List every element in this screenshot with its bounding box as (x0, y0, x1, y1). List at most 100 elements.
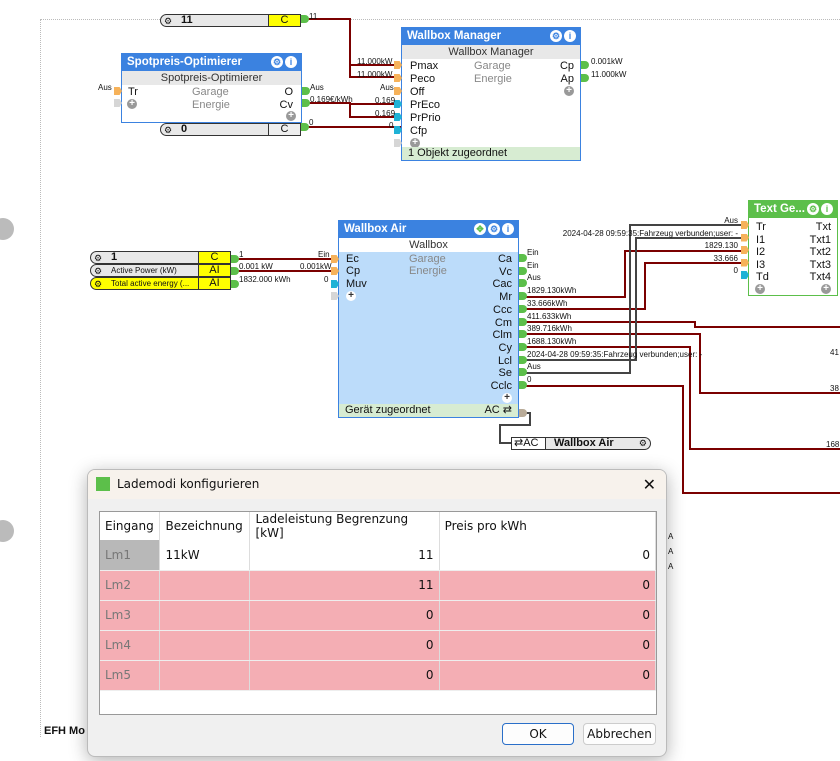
source-block[interactable]: ⚙Active Power (kW)AI (90, 264, 231, 277)
input-pin[interactable] (394, 139, 402, 147)
output-pin[interactable] (302, 99, 310, 107)
gear-icon[interactable]: ⚙ (164, 16, 173, 26)
wallbox-air-block[interactable]: Wallbox Air ✥⚙i Wallbox Ec Cp Muv + Gara… (338, 220, 519, 418)
table-cell[interactable] (159, 570, 251, 601)
output-pin[interactable] (519, 254, 527, 262)
input-pin[interactable] (331, 267, 339, 275)
input-pin[interactable] (741, 246, 749, 254)
input-pin[interactable] (741, 258, 749, 267)
column-header: Preis pro kWh (439, 512, 657, 540)
gear-icon[interactable]: ⚙ (94, 266, 103, 276)
cancel-button[interactable]: Abbrechen (583, 723, 656, 745)
table-cell[interactable]: 0 (439, 570, 657, 601)
table-cell[interactable]: 0 (249, 600, 440, 631)
gear-icon[interactable]: ⚙ (94, 253, 103, 263)
table-cell[interactable]: 0 (249, 630, 440, 661)
constant-block-0[interactable]: ⚙ 0 C (160, 123, 301, 136)
output-pin[interactable] (301, 123, 309, 131)
add-output-icon[interactable]: + (286, 111, 296, 121)
add-output-icon[interactable]: + (502, 393, 512, 403)
output-pin[interactable] (519, 381, 527, 389)
add-output-icon[interactable]: + (564, 86, 574, 96)
move-icon[interactable]: ✥ (474, 223, 486, 235)
add-input-icon[interactable]: + (127, 99, 137, 109)
info-icon[interactable]: i (564, 30, 576, 42)
gear-icon[interactable]: ⚙ (94, 279, 103, 289)
table-cell[interactable]: 0 (439, 630, 657, 661)
spotpreis-optimierer-block[interactable]: Spotpreis-Optimierer ⚙i Spotpreis-Optimi… (121, 53, 302, 123)
ac-block[interactable]: ⇄AC Wallbox Air ⚙ (511, 437, 651, 450)
ok-button[interactable]: OK (502, 723, 574, 745)
input-pin[interactable] (741, 271, 749, 279)
input-pin[interactable] (394, 126, 402, 134)
input-pin[interactable] (331, 255, 339, 263)
output-pin[interactable] (301, 15, 309, 23)
input-pin[interactable] (741, 221, 749, 229)
source-block[interactable]: ⚙Total active energy (...AI (90, 277, 231, 290)
info-icon[interactable]: i (502, 223, 514, 235)
table-cell[interactable] (159, 600, 251, 631)
add-input-icon[interactable]: + (755, 284, 765, 294)
gear-icon[interactable]: ⚙ (271, 56, 283, 68)
table-cell[interactable]: 0 (439, 600, 657, 631)
input-pin[interactable] (394, 100, 402, 108)
add-input-icon[interactable]: + (346, 291, 356, 301)
input-pin[interactable] (741, 233, 749, 242)
table-cell[interactable]: 0 (439, 540, 657, 571)
gear-icon[interactable]: ⚙ (550, 30, 562, 42)
gear-icon[interactable]: ⚙ (638, 438, 647, 448)
input-pin[interactable] (331, 280, 339, 288)
input-pin[interactable] (394, 113, 402, 121)
ac-link[interactable]: AC ⇄ (484, 404, 512, 416)
output-pin[interactable] (519, 368, 527, 377)
output-pin[interactable] (519, 317, 527, 326)
output-pin[interactable] (519, 355, 527, 364)
output-pin[interactable] (519, 266, 527, 275)
table-cell[interactable] (159, 630, 251, 661)
info-icon[interactable]: i (285, 56, 297, 68)
info-icon[interactable]: i (821, 203, 833, 215)
table-cell[interactable] (159, 660, 251, 691)
close-icon[interactable]: ✕ (642, 475, 656, 494)
input-pin[interactable] (331, 292, 339, 300)
input-pin[interactable] (114, 99, 122, 107)
table-cell[interactable]: 11 (249, 570, 440, 601)
output-pin[interactable] (231, 255, 239, 263)
wallbox-manager-block[interactable]: Wallbox Manager ⚙i Wallbox Manager Pmax … (401, 27, 581, 161)
output-pin[interactable] (231, 267, 239, 275)
page-handle[interactable] (0, 520, 14, 542)
input-pin[interactable] (394, 74, 402, 82)
add-input-icon[interactable]: + (410, 138, 420, 148)
table-cell[interactable]: 11 (249, 540, 440, 571)
output-pin[interactable] (519, 342, 527, 351)
output-pin[interactable] (519, 279, 527, 288)
output-pin[interactable] (519, 304, 527, 313)
ac-pin[interactable] (519, 409, 527, 417)
input-pin[interactable] (394, 61, 402, 69)
output-pin[interactable] (231, 280, 239, 288)
gear-icon[interactable]: ⚙ (164, 125, 173, 135)
output-pin[interactable] (302, 87, 310, 95)
table-cell[interactable]: 0 (439, 660, 657, 691)
output-pin[interactable] (519, 330, 527, 339)
wire (520, 321, 840, 328)
input-pin[interactable] (394, 87, 402, 95)
page-handle[interactable] (0, 218, 14, 240)
gear-icon[interactable]: ⚙ (488, 223, 500, 235)
add-output-icon[interactable]: + (821, 284, 831, 294)
table-cell[interactable]: 11kW (159, 540, 251, 571)
constant-block-11[interactable]: ⚙ 11 C (160, 14, 301, 27)
output-pin[interactable] (581, 61, 589, 69)
output-pin[interactable] (581, 74, 589, 82)
output-pin[interactable] (519, 292, 527, 301)
input-pin[interactable] (114, 87, 122, 95)
table-cell[interactable]: 0 (249, 660, 440, 691)
gear-icon[interactable]: ⚙ (807, 203, 819, 215)
